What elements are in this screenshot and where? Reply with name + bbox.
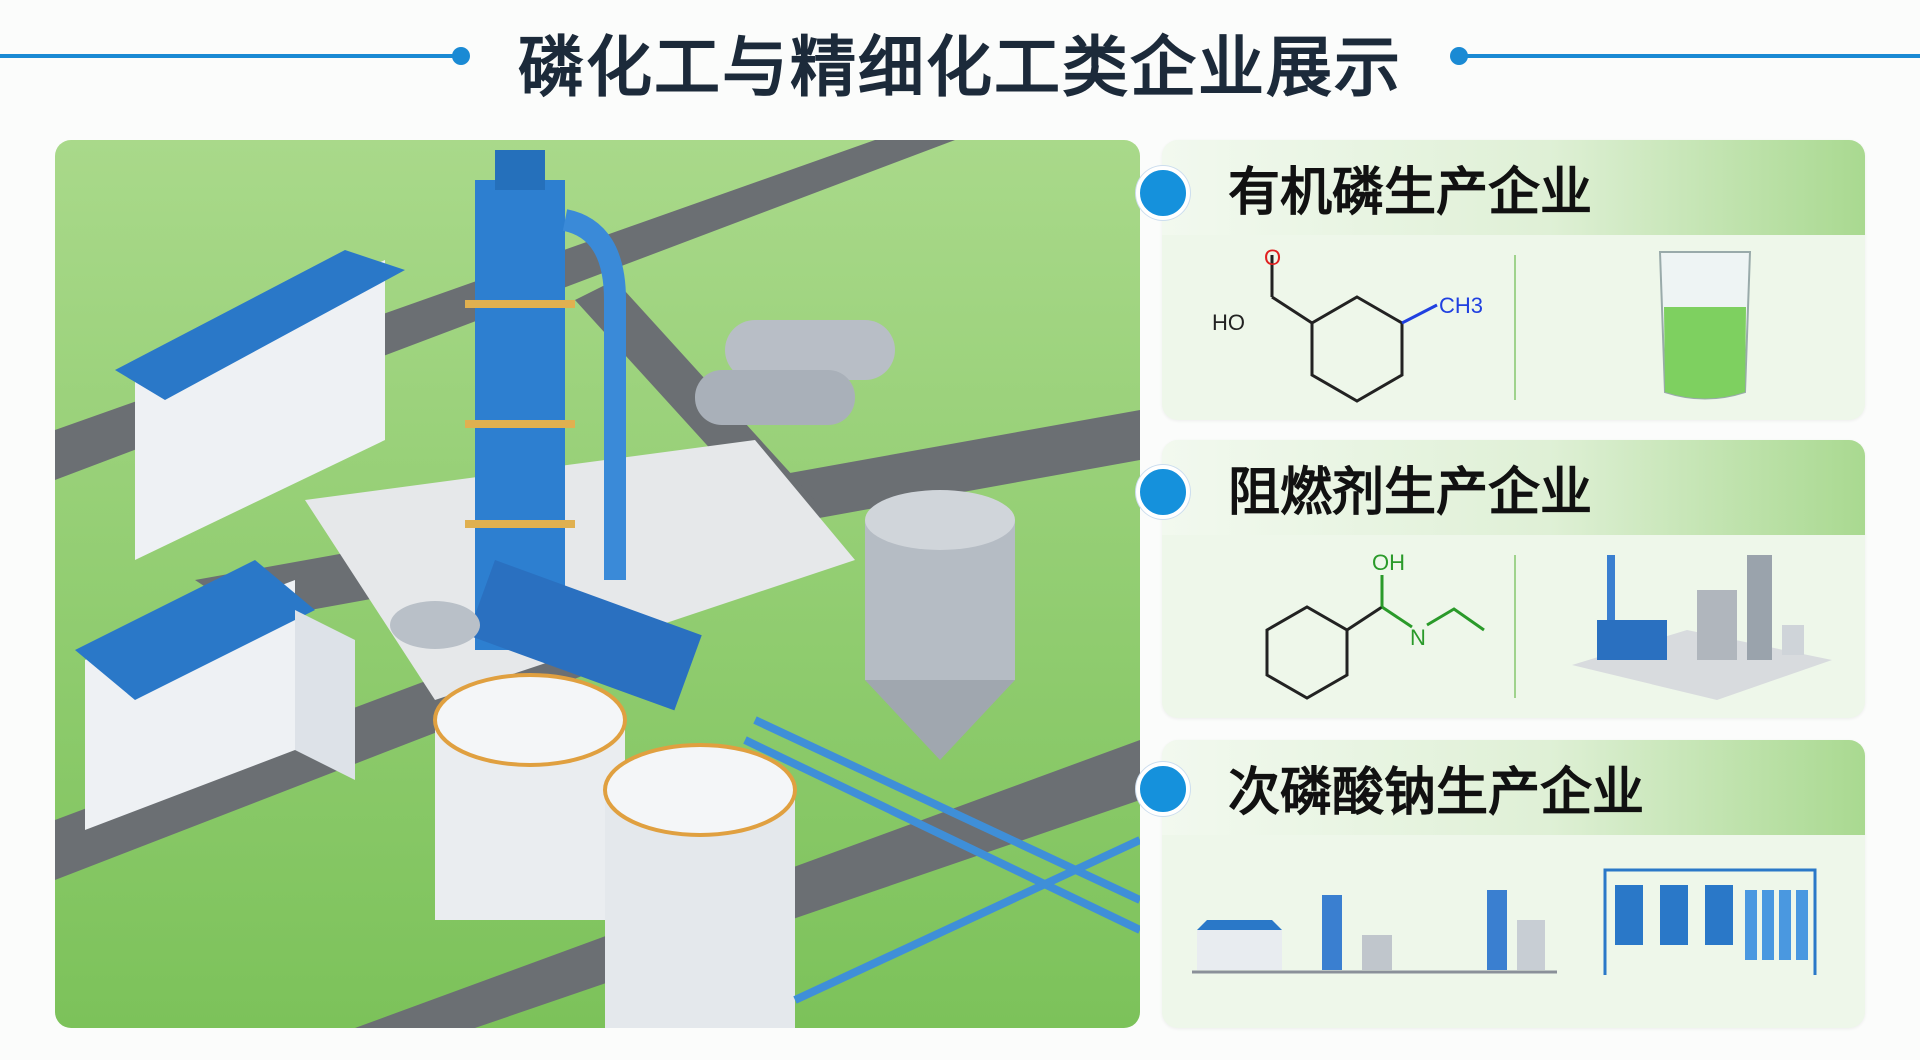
page-title: 磷化工与精细化工类企业展示 xyxy=(518,29,1402,106)
title-line-left xyxy=(0,54,460,58)
svg-text:OH: OH xyxy=(1372,550,1405,575)
reactor-tanks-icon xyxy=(1603,868,1817,975)
benzamide-structure: OH N xyxy=(1265,550,1485,700)
card-marker-3 xyxy=(1136,762,1190,816)
silo xyxy=(865,490,1015,760)
storage-tanks xyxy=(433,673,797,1028)
title-dot-left xyxy=(452,47,470,65)
divider xyxy=(1513,255,1516,400)
production-line-icon xyxy=(1192,890,1557,974)
m-toluic-acid-structure: O HO CH3 xyxy=(1212,245,1483,403)
conveyor xyxy=(467,560,702,711)
horizontal-tanks xyxy=(695,320,895,425)
card-flame-retardant[interactable]: 阻燃剂生产企业 OH N xyxy=(1162,440,1865,718)
title-dot-right xyxy=(1450,47,1468,65)
warehouse-2 xyxy=(75,560,355,830)
pipe-rack xyxy=(743,716,1140,1004)
small-tank xyxy=(390,601,480,649)
svg-text:O: O xyxy=(1264,245,1281,270)
beaker-icon xyxy=(1658,251,1752,400)
svg-text:N: N xyxy=(1410,625,1426,650)
card-marker-2 xyxy=(1136,465,1190,519)
warehouse-1 xyxy=(115,250,405,560)
plant-icon xyxy=(1572,555,1832,700)
card-sodium-hypophosphite[interactable]: 次磷酸钠生产企业 xyxy=(1162,740,1865,1028)
chemical-plant-illustration xyxy=(55,140,1140,1028)
divider xyxy=(1513,555,1516,698)
card-title: 次磷酸钠生产企业 xyxy=(1162,740,1865,835)
title-line-right xyxy=(1460,54,1920,58)
svg-text:CH3: CH3 xyxy=(1439,293,1483,318)
card-title: 有机磷生产企业 xyxy=(1162,140,1865,235)
card-title: 阻燃剂生产企业 xyxy=(1162,440,1865,535)
card-organophosphorus[interactable]: 有机磷生产企业 O HO CH3 xyxy=(1162,140,1865,420)
svg-text:HO: HO xyxy=(1212,310,1245,335)
card-marker-1 xyxy=(1136,166,1190,220)
